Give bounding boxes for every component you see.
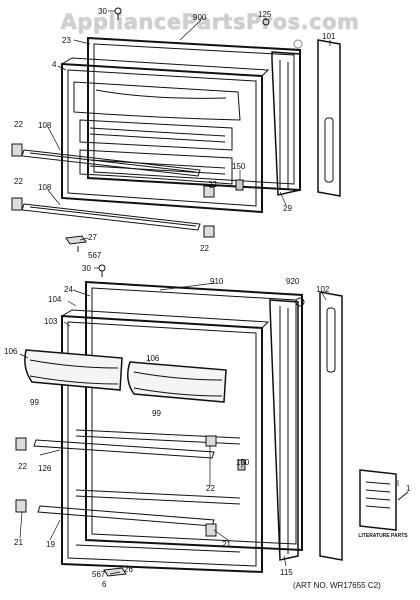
bar-end-cap — [15, 499, 27, 513]
fresh-food-gasket — [85, 280, 303, 552]
callout-103: 103 — [44, 317, 58, 326]
fresh-food-door-assembly — [15, 280, 409, 577]
bar-end-cap — [203, 225, 215, 238]
leader-lines — [19, 10, 399, 575]
door-bin-right — [127, 361, 227, 403]
callout-99: 99 — [30, 398, 39, 407]
freezer-door-liner — [60, 57, 270, 214]
callout-106: 106 — [4, 347, 18, 356]
plug-920 — [295, 297, 305, 307]
callout-1: 1 — [406, 484, 411, 493]
callout-150: 150 — [232, 162, 246, 171]
callout-19: 19 — [46, 540, 55, 549]
bar-end-cap — [15, 437, 27, 451]
plug-125 — [262, 18, 270, 26]
hinge-27 — [65, 235, 87, 245]
callout-21: 21 — [222, 540, 231, 549]
fresh-food-shelf-bar-lower — [37, 505, 215, 527]
callout-22: 22 — [18, 462, 27, 471]
callout-24: 24 — [64, 285, 73, 294]
callout-102: 102 — [316, 285, 330, 294]
callout-22: 22 — [208, 180, 217, 189]
callout-22: 22 — [14, 177, 23, 186]
callout-30: 30 — [82, 264, 91, 273]
callout-108: 108 — [38, 183, 52, 192]
fresh-food-handle — [319, 291, 343, 561]
callout-4: 4 — [52, 60, 57, 69]
callout-920: 920 — [286, 277, 300, 286]
callout-30: 30 — [98, 7, 107, 16]
callout-125: 125 — [258, 10, 272, 19]
callout-26: 26 — [124, 565, 133, 574]
callout-567: 567 — [88, 251, 102, 260]
screw-30 — [114, 7, 122, 15]
literature-caption: LITERATURE PARTS — [358, 533, 408, 539]
callout-22: 22 — [206, 484, 215, 493]
freezer-handle — [317, 39, 341, 197]
art-number: (ART NO. WR17655 C2) — [293, 581, 381, 590]
bar-end-cap — [11, 197, 23, 211]
door-bin-left — [24, 349, 123, 391]
callout-910: 910 — [210, 277, 224, 286]
freezer-door-shell — [271, 51, 301, 196]
callout-23: 23 — [62, 36, 71, 45]
watermark: AppliancePartsPros.com — [60, 10, 360, 34]
callout-29: 29 — [283, 204, 292, 213]
freezer-shelf-bar-upper — [21, 149, 201, 177]
callout-22: 22 — [14, 120, 23, 129]
bar-end-cap — [205, 435, 217, 447]
hinge-26 — [103, 567, 127, 577]
bar-end-cap — [203, 185, 215, 198]
fresh-food-shelf-bar-upper — [33, 439, 215, 459]
callout-22: 22 — [200, 244, 209, 253]
plug — [293, 39, 303, 49]
freezer-door-assembly — [11, 7, 341, 277]
fresh-food-door-liner — [60, 309, 270, 574]
bar-end-cap — [11, 143, 23, 157]
callout-21: 21 — [14, 538, 23, 547]
door-stop — [235, 179, 244, 191]
literature-parts-booklet — [359, 469, 409, 531]
callout-6: 6 — [102, 580, 107, 589]
freezer-shelf-bar-lower — [21, 203, 201, 231]
callout-900: 900 — [193, 13, 207, 22]
callout-115: 115 — [280, 568, 293, 577]
bar-end-cap — [205, 523, 217, 537]
callout-99: 99 — [152, 409, 161, 418]
door-stop — [237, 459, 246, 471]
callout-108: 108 — [38, 121, 52, 130]
fresh-food-door-shell — [269, 299, 299, 561]
callout-126: 126 — [38, 464, 52, 473]
callout-567: 567 — [92, 570, 106, 579]
callout-101: 101 — [322, 32, 336, 41]
callout-27: 27 — [88, 233, 97, 242]
callout-106: 106 — [146, 354, 160, 363]
callout-104: 104 — [48, 295, 62, 304]
callout-150: 150 — [236, 458, 250, 467]
